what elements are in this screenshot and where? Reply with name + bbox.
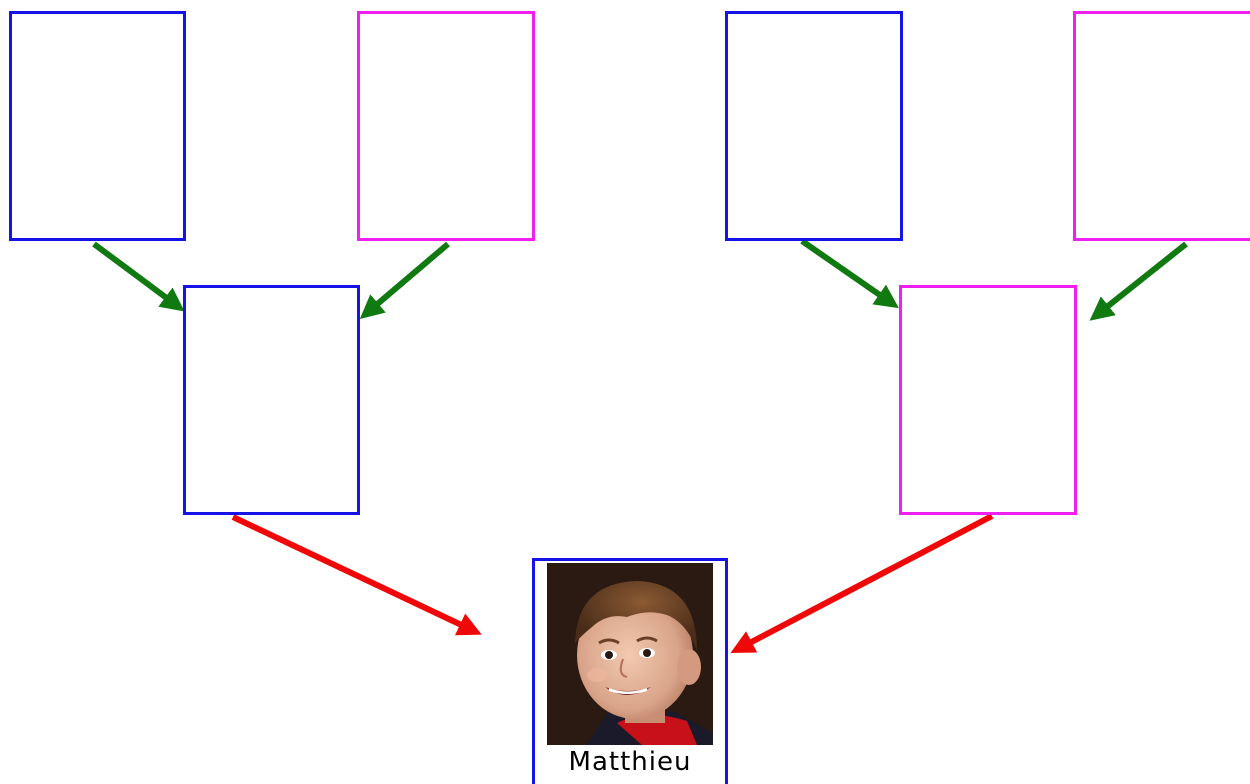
maternal-grandmother-box xyxy=(1073,11,1250,241)
portrait-photo-icon xyxy=(547,563,713,745)
paternal-grandfather-box xyxy=(9,11,186,241)
child-name-label: Matthieu xyxy=(568,747,692,777)
arrow-maternal-grandfather-to-mother xyxy=(800,238,899,309)
paternal-grandmother-box xyxy=(357,11,535,241)
arrow-mother-to-child xyxy=(730,513,994,654)
father-box xyxy=(183,285,360,515)
arrow-paternal-grandmother-to-father xyxy=(359,241,450,319)
arrow-paternal-grandfather-to-father xyxy=(92,241,185,312)
arrow-maternal-grandmother-to-mother xyxy=(1089,241,1188,321)
maternal-grandfather-box xyxy=(725,11,903,241)
mother-box xyxy=(899,285,1077,515)
child-box: Matthieu xyxy=(532,558,728,784)
arrow-father-to-child xyxy=(231,514,482,636)
